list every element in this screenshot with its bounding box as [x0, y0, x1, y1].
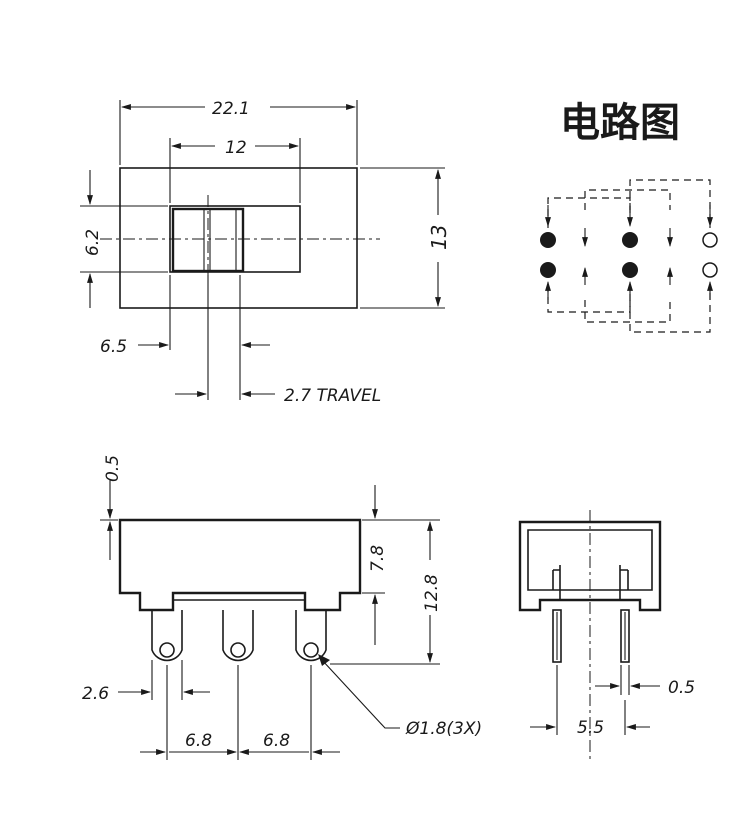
end-pin-right	[620, 609, 630, 663]
pin-width-label: 2.6	[82, 684, 109, 704]
contact-bottom-1	[540, 262, 556, 278]
pin-offset-label: 6.5	[100, 337, 127, 357]
circuit-top-link-left	[547, 197, 631, 228]
end-pin-left	[552, 609, 562, 663]
pin-middle	[222, 610, 254, 662]
end-housing	[518, 520, 662, 612]
pin-middle-hole	[230, 642, 246, 658]
end-width-label: 5.5	[577, 718, 604, 738]
hole-diameter-label: Ø1.8(3X)	[405, 719, 482, 739]
side-housing	[118, 518, 362, 612]
hole-leader-line	[321, 659, 400, 729]
switch-body-outline	[119, 167, 358, 309]
slider-window	[169, 205, 301, 273]
overall-length-label: 22.1	[212, 99, 250, 119]
contact-top-1	[540, 232, 556, 248]
contact-top-2	[622, 232, 638, 248]
side-body-height-label: 7.8	[368, 545, 388, 572]
pin-thickness-label: 0.5	[668, 678, 695, 698]
side-view: 0.5 7.8 12.8 2.6 6.8 6.8 Ø1.8(3X)	[82, 455, 482, 760]
body-height-label: 13	[427, 225, 451, 250]
slider-width-label: 12	[225, 138, 247, 158]
pin-right	[295, 610, 327, 662]
contact-bottom-2	[622, 262, 638, 278]
pin-left	[151, 610, 183, 662]
travel-label: 2.7 TRAVEL	[284, 386, 381, 406]
pin-right-hole	[303, 642, 319, 658]
pitch-left-label: 6.8	[185, 731, 212, 751]
contact-bottom-3	[702, 262, 718, 278]
top-view: 22.1 12 13 6.2 6.5 2.7 TRAVEL	[80, 99, 451, 406]
contact-top-3	[702, 232, 718, 248]
slider-height-label: 6.2	[83, 229, 103, 256]
circuit-title: 电路图	[560, 100, 680, 146]
top-offset-label: 0.5	[103, 455, 123, 482]
end-view: 0.5 5.5	[518, 510, 695, 760]
pin-left-hole	[159, 642, 175, 658]
total-height-label: 12.8	[422, 574, 442, 612]
circuit-diagram	[540, 179, 718, 333]
pitch-right-label: 6.8	[263, 731, 290, 751]
